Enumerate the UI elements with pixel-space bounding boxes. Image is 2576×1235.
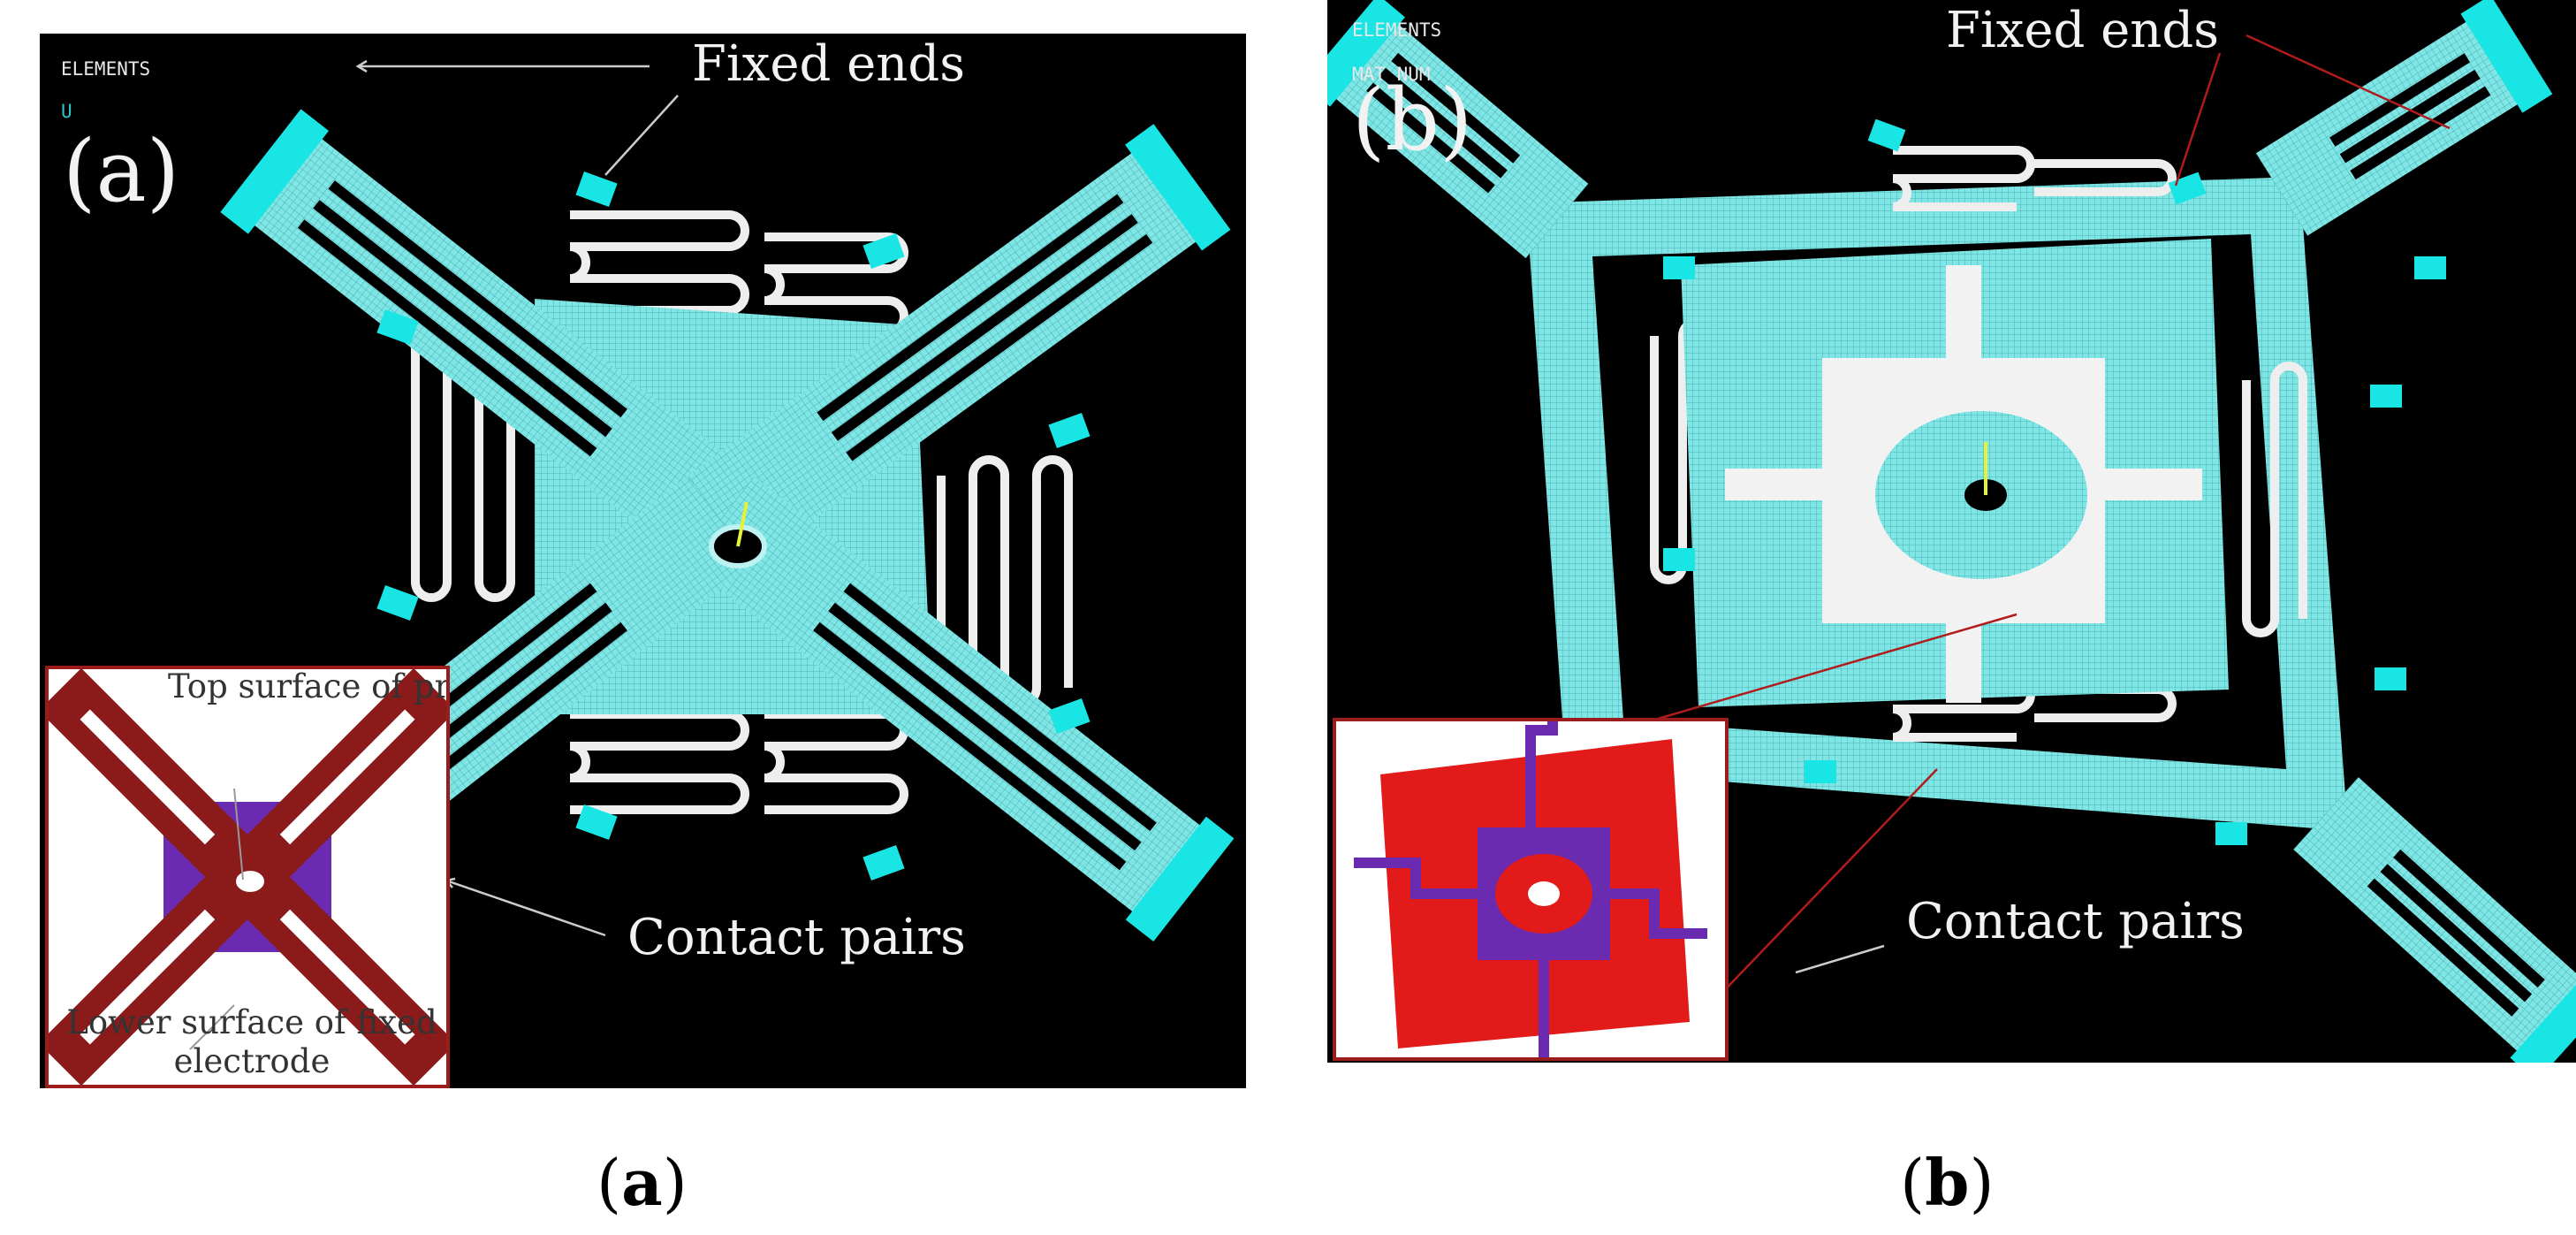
panel-b-tag: (b)	[1352, 71, 1473, 170]
panel-b-callout-arrows	[1636, 34, 2451, 1000]
caption-a-letter: a	[621, 1145, 663, 1220]
panel-a-ansys-line2: U	[61, 101, 72, 122]
panel-b-ansys-line2: MAT NUM	[1352, 64, 1431, 85]
panel-a-ansys-header: ELEMENTS	[61, 58, 151, 80]
caption-b-letter: b	[1925, 1145, 1970, 1220]
panel-b-inset-drawing	[1354, 721, 1707, 1057]
panel-b-arm-top-right	[2255, 0, 2553, 236]
panel-b-drawing	[1327, 0, 2576, 1063]
panel-a-contact-inset: Top surface of proof mass Lower surface …	[45, 666, 450, 1088]
panel-b-mesh-view: ELEMENTS MAT NUM (b) Fixed ends Contact …	[1327, 0, 2576, 1063]
panel-a-tag: (a)	[63, 122, 180, 221]
panel-a-inset-drawing	[49, 669, 446, 1085]
panel-a-fixed-ends-label: Fixed ends	[692, 35, 965, 93]
panel-b-contact-inset	[1333, 718, 1729, 1061]
panel-b-ansys-header: ELEMENTS	[1352, 19, 1442, 41]
panel-a-beam-2	[688, 124, 1231, 565]
panel-a-callout-arrows	[355, 59, 679, 937]
panel-a-contact-pairs-label: Contact pairs	[627, 909, 966, 966]
panel-b-fixed-ends-label: Fixed ends	[1946, 2, 2219, 59]
panel-a-spring-bottom	[569, 710, 908, 814]
panel-a-anchor-markers	[376, 172, 1090, 881]
panel-b-arm-bottom-right	[2293, 777, 2576, 1063]
panel-a-inset-top-label: Top surface of proof mass	[168, 667, 450, 705]
panel-b-arm-top-left	[1327, 0, 1589, 259]
caption-a: (a)	[597, 1145, 688, 1220]
caption-b: (b)	[1900, 1145, 1995, 1220]
panel-a-inset-lower-label: Lower surface of fixed electrode	[66, 1003, 437, 1080]
panel-b-contact-pairs-label: Contact pairs	[1906, 893, 2245, 950]
panel-a-beam-3	[686, 476, 1235, 941]
panel-a-mesh-view: ELEMENTS U (a) Fixed ends Contact pairs …	[40, 34, 1246, 1088]
panel-a-beam-1	[220, 109, 755, 563]
